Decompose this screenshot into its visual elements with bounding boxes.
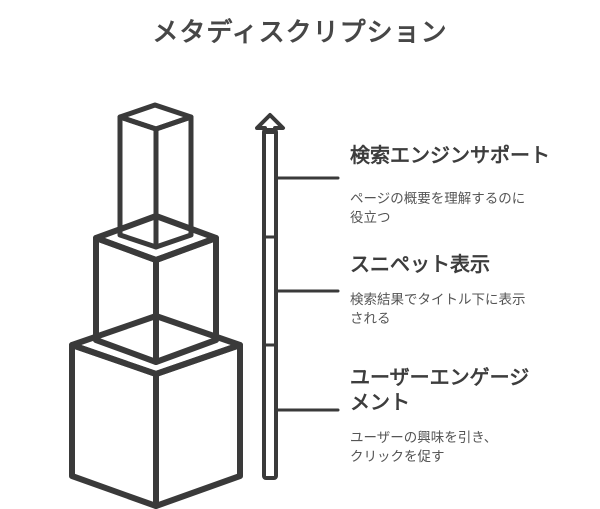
vertical-arrow	[255, 113, 285, 480]
arrow-shaft	[262, 128, 278, 480]
item-title-user-engagement: ユーザーエンゲージ メント	[350, 365, 560, 415]
item-description-snippet-display: 検索結果でタイトル下に表示 される	[350, 291, 555, 329]
description-line: ページの概要を理解するのに	[350, 191, 526, 207]
page-title: メタディスクリプション	[152, 18, 448, 48]
top-cube-right	[153, 114, 194, 250]
middle-cube-right	[153, 235, 219, 365]
bottom-cube-right	[153, 342, 243, 509]
description-line: 役立つ	[350, 210, 391, 226]
title-line: ユーザーエンゲージ	[350, 365, 530, 389]
middle-cube	[93, 213, 219, 365]
item-description-search-engine-support: ページの概要を理解するのに 役立つ	[350, 190, 555, 228]
description-line: クリックを促す	[350, 449, 445, 465]
item-title-snippet-display: スニペット表示	[350, 252, 490, 276]
middle-cube-left	[93, 235, 159, 365]
bottom-cube	[69, 313, 243, 509]
top-cube	[117, 102, 194, 250]
item-title-search-engine-support: 検索エンジンサポート	[350, 143, 550, 167]
top-cube-top	[117, 102, 194, 132]
bottom-cube-left	[69, 342, 159, 509]
description-line: 検索結果でタイトル下に表示	[350, 292, 526, 308]
title-line: メント	[350, 390, 410, 414]
description-line: ユーザーの興味を引き、	[350, 430, 498, 446]
item-description-user-engagement: ユーザーの興味を引き、 クリックを促す	[350, 429, 555, 467]
description-line: される	[350, 311, 391, 327]
